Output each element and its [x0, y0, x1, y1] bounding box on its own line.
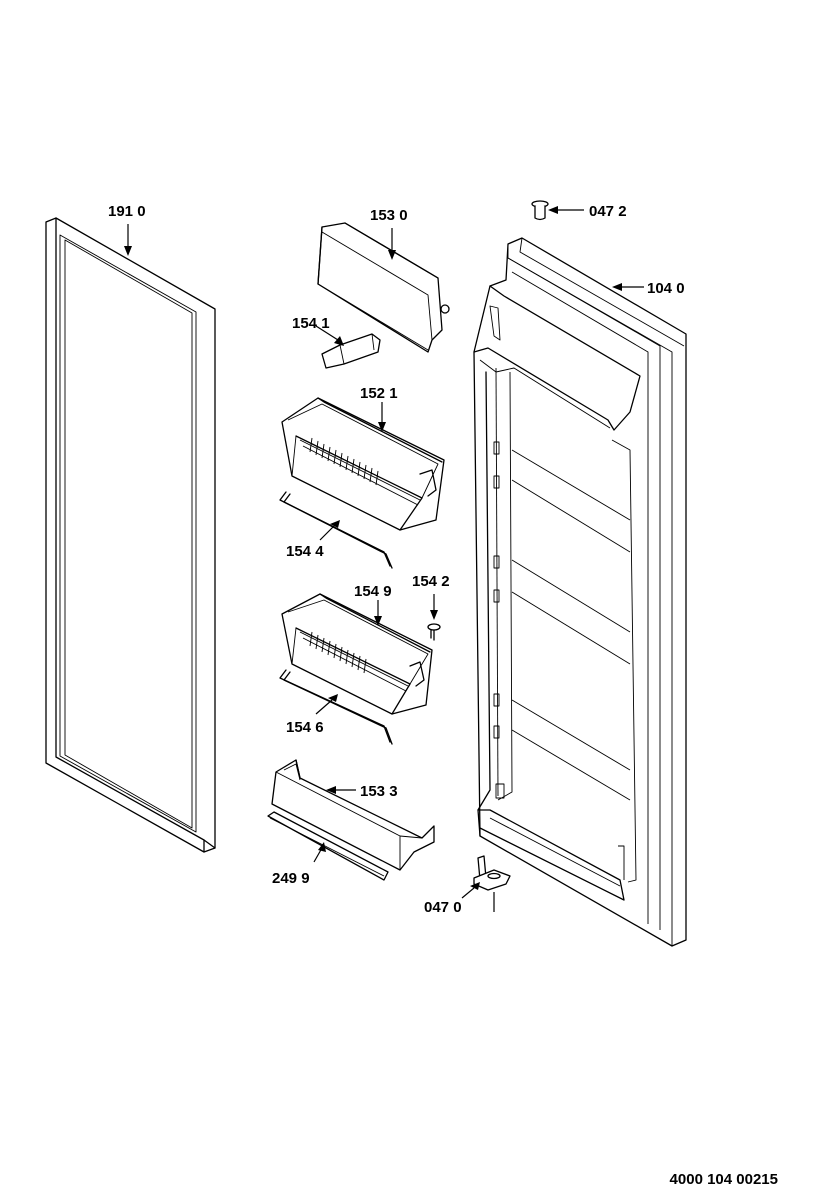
leader-154-4: 154 4	[286, 520, 340, 560]
shelf-ribs-upper	[309, 437, 379, 486]
label-249-9: 249 9	[272, 870, 310, 887]
label-191-0: 191 0	[108, 203, 146, 220]
bottom-hinge-047-0	[473, 855, 511, 912]
label-104-0: 104 0	[647, 280, 685, 297]
leader-047-0: 047 0	[424, 882, 480, 916]
leader-154-9: 154 9	[354, 583, 392, 626]
screw-154-2	[427, 623, 441, 641]
leader-249-9: 249 9	[272, 842, 326, 887]
label-154-4: 154 4	[286, 543, 324, 560]
door-liner-104-0	[473, 237, 687, 947]
middle-shelf-154-9	[281, 593, 433, 715]
leader-104-0: 104 0	[612, 280, 685, 297]
leader-152-1: 152 1	[360, 385, 398, 432]
hinge-clip-154-1	[321, 333, 381, 369]
document-code: 4000 104 00215	[669, 1171, 778, 1188]
leader-154-6: 154 6	[286, 694, 338, 736]
leader-153-3: 153 3	[326, 783, 398, 800]
leader-047-2: 047 2	[548, 203, 627, 220]
label-047-0: 047 0	[424, 899, 462, 916]
retainer-154-4	[279, 491, 393, 569]
label-152-1: 152 1	[360, 385, 398, 402]
label-154-2: 154 2	[412, 573, 450, 590]
retainer-154-6	[279, 669, 393, 745]
liner-shelf-ribs	[511, 449, 631, 801]
leader-154-2: 154 2	[412, 573, 450, 620]
label-047-2: 047 2	[589, 203, 627, 220]
dairy-lid-153-0	[317, 222, 450, 353]
label-153-0: 153 0	[370, 207, 408, 224]
leader-153-0: 153 0	[370, 207, 408, 260]
label-154-6: 154 6	[286, 719, 324, 736]
leader-154-1: 154 1	[292, 315, 344, 346]
trim-strip-249-9	[267, 811, 389, 881]
label-154-1: 154 1	[292, 315, 330, 332]
upper-shelf-152-1	[281, 397, 445, 531]
liner-clip-slots	[493, 441, 505, 799]
hinge-pin-047-2	[531, 200, 549, 221]
label-153-3: 153 3	[360, 783, 398, 800]
label-154-9: 154 9	[354, 583, 392, 600]
gasket-191-0	[45, 217, 216, 853]
shelf-ribs-middle	[309, 631, 367, 674]
bottom-shelf-153-3	[271, 759, 435, 871]
leader-191-0: 191 0	[108, 203, 146, 256]
